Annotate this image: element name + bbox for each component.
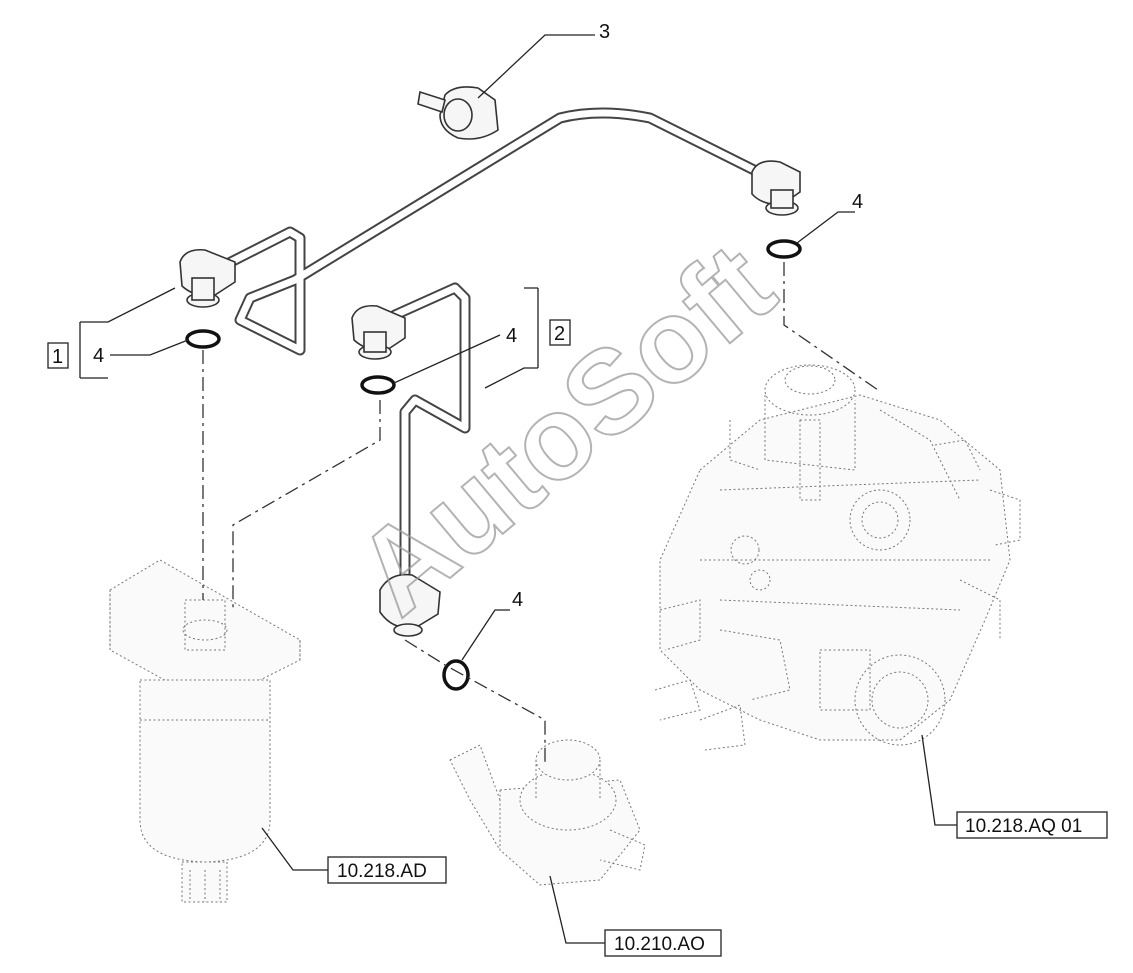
o-ring-left: [185, 329, 221, 349]
o-ring-bottom: [442, 659, 470, 691]
o-ring-middle: [360, 375, 396, 395]
group-2-box: [549, 319, 571, 346]
banjo-fitting-left: [179, 248, 236, 308]
group-1-box: [47, 342, 69, 369]
bleed-screw-part: [417, 86, 499, 140]
callout-4-top-right: 4: [852, 191, 863, 213]
feed-pump-drawing: [449, 739, 646, 886]
ref-fuel-filter[interactable]: 10.218.AD: [337, 861, 427, 882]
ref-feed-pump[interactable]: 10.210.AO: [614, 934, 705, 955]
leader-lines: [79, 34, 957, 944]
banjo-fitting-bottom: [379, 573, 441, 637]
ref-box-injection-pump: [956, 811, 1108, 839]
group-2-label: 2: [554, 323, 565, 345]
assembly-lines: [202, 262, 879, 765]
fuel-filter-drawing: [109, 559, 301, 903]
banjo-fitting-right: [751, 160, 801, 216]
callout-4-middle: 4: [506, 325, 517, 347]
ref-box-feed-pump: [604, 929, 722, 957]
callout-4-bottom: 4: [512, 589, 523, 611]
long-fuel-pipe: [219, 107, 776, 356]
banjo-fitting-middle: [351, 304, 406, 360]
short-fuel-pipe: [389, 282, 471, 584]
group-1-label: 1: [52, 346, 63, 368]
callout-3: 3: [599, 21, 610, 43]
callout-4-left: 4: [93, 345, 104, 367]
o-ring-top-right: [766, 239, 802, 259]
ref-box-fuel-filter: [327, 856, 447, 884]
ref-injection-pump[interactable]: 10.218.AQ 01: [965, 816, 1082, 837]
injection-pump-drawing: [654, 364, 1021, 751]
